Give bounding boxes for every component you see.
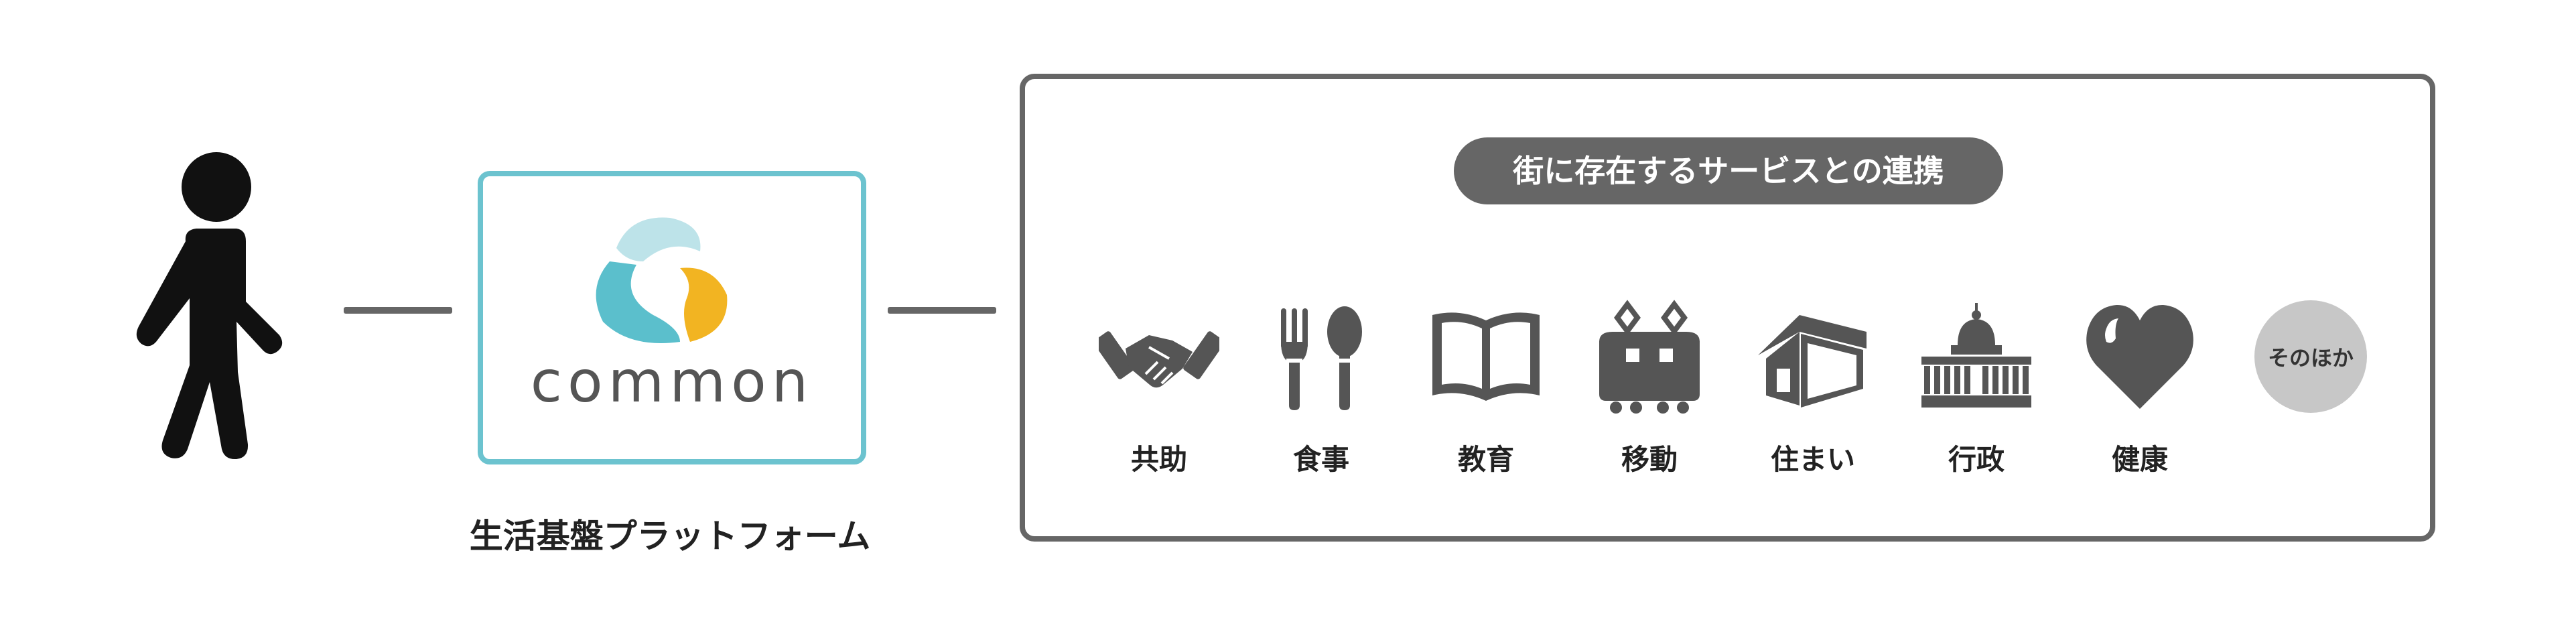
connector-line [888,307,996,314]
common-logo-text: common [530,349,814,416]
service-label-shokuji: 食事 [1292,443,1349,476]
service-label-kenko: 健康 [2111,443,2168,476]
handshake-icon [1099,331,1219,388]
heart-icon [2086,304,2193,409]
platform-label: 生活基盤プラットフォーム [469,517,871,556]
train-icon [1599,300,1700,414]
fork-spoon-icon [1281,306,1362,410]
book-icon [1432,312,1540,401]
other-services-badge: そのほか [2254,300,2367,413]
house-icon [1758,315,1867,408]
services-title: 街に存在するサービスとの連携 [1454,137,2003,204]
service-label-gyosei: 行政 [1948,443,2005,476]
service-label-kyojo: 共助 [1130,443,1187,476]
capitol-icon [1921,303,2031,408]
service-label-ido: 移動 [1621,443,1678,476]
service-label-sumai: 住まい [1770,443,1855,476]
service-label-kyoiku: 教育 [1457,443,1514,476]
person-icon [136,152,283,460]
connector-line [344,307,452,314]
common-logo-mark [596,217,728,343]
